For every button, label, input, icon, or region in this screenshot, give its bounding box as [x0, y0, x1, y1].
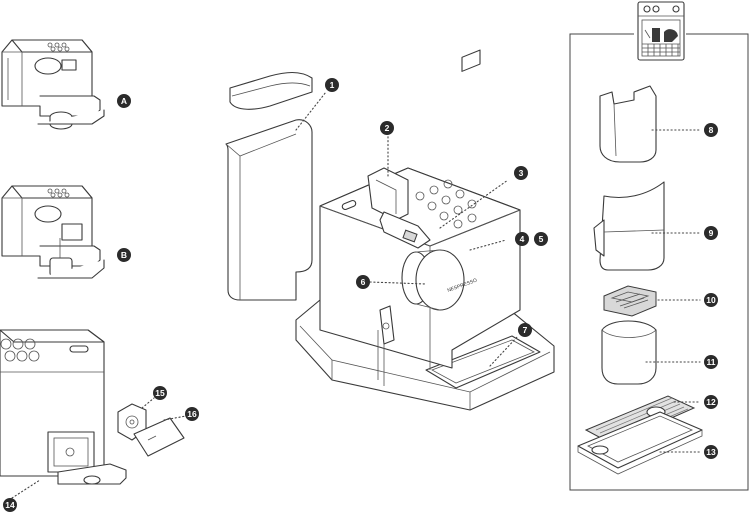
svg-text:B: B	[121, 250, 127, 260]
badge-7: 7	[518, 323, 532, 337]
badge-4: 4	[515, 232, 529, 246]
svg-text:8: 8	[709, 125, 714, 135]
badge-6: 6	[356, 275, 370, 289]
badge-b: B	[117, 248, 131, 262]
part-9-cover	[594, 182, 700, 270]
badge-2: 2	[380, 121, 394, 135]
part-11-container	[602, 321, 700, 384]
machine-rear-view	[0, 330, 126, 484]
part-13-drip-tray	[578, 412, 702, 474]
svg-text:16: 16	[187, 409, 197, 419]
badge-5: 5	[534, 232, 548, 246]
badge-14: 14	[3, 480, 40, 512]
badge-8: 8	[704, 123, 718, 137]
svg-text:7: 7	[523, 325, 528, 335]
badge-9: 9	[704, 226, 718, 240]
svg-text:15: 15	[155, 388, 165, 398]
badge-15: 15	[153, 386, 167, 400]
machine-view-b	[2, 186, 104, 278]
svg-text:13: 13	[706, 447, 716, 457]
badge-1: 1	[325, 78, 339, 92]
machine-view-a	[2, 40, 104, 129]
badge-a: A	[117, 94, 131, 108]
badge-3: 3	[514, 166, 528, 180]
svg-text:11: 11	[707, 357, 716, 367]
svg-text:10: 10	[706, 295, 716, 305]
part-1-water-tank	[226, 73, 326, 301]
svg-text:3: 3	[519, 168, 524, 178]
svg-text:4: 4	[520, 234, 525, 244]
dishwasher-icon	[638, 2, 684, 60]
svg-text:9: 9	[709, 228, 714, 238]
svg-text:14: 14	[5, 500, 15, 510]
svg-text:A: A	[121, 96, 127, 106]
badge-10: 10	[704, 293, 718, 307]
part-8-cup-support	[600, 86, 700, 162]
svg-text:1: 1	[330, 80, 335, 90]
main-machine: NESPRESSO	[296, 50, 554, 410]
badge-13: 13	[704, 445, 718, 459]
badge-12: 12	[704, 395, 718, 409]
svg-text:2: 2	[385, 123, 390, 133]
badge-16: 16	[185, 407, 199, 421]
svg-text:12: 12	[706, 397, 716, 407]
badge-11: 11	[704, 355, 718, 369]
svg-text:6: 6	[361, 277, 366, 287]
svg-text:5: 5	[539, 234, 544, 244]
part-10-grid-cap	[604, 286, 700, 316]
